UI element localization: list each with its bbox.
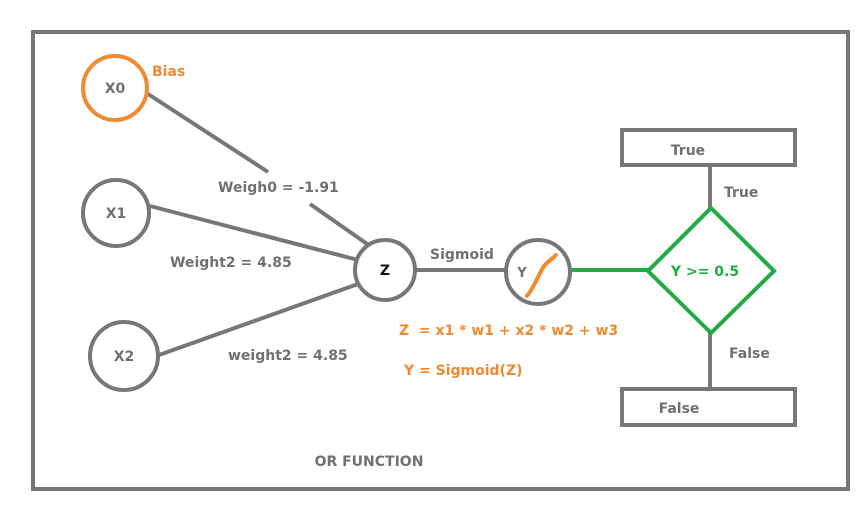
diagram-caption: OR FUNCTION — [315, 454, 424, 470]
node-x0: X0 — [81, 54, 149, 122]
z-formula: Z = x1 * w1 + x2 * w2 + w3 — [399, 323, 618, 339]
edge-x0-z-upper — [146, 92, 270, 174]
node-z-label: Z — [380, 263, 390, 279]
true-box-label: True — [671, 143, 705, 159]
decision-condition: Y >= 0.5 — [670, 264, 739, 280]
edge-x0-z-lower — [308, 202, 372, 248]
true-box: True — [620, 128, 797, 167]
edge-x1-z — [149, 204, 359, 262]
outer-frame — [31, 30, 850, 491]
bias-label: Bias — [152, 64, 185, 80]
node-x1: X1 — [81, 178, 151, 248]
node-x1-label: X1 — [106, 206, 127, 222]
weight2-label: weight2 = 4.85 — [228, 348, 348, 364]
decision-diamond: Y >= 0.5 — [645, 205, 777, 336]
weight1-label: Weight2 = 4.85 — [170, 255, 292, 271]
node-x2: X2 — [88, 320, 160, 392]
node-x0-label: X0 — [105, 81, 126, 97]
false-box: False — [620, 387, 797, 427]
node-y: Y — [504, 238, 572, 306]
weight0-label: Weigh0 = -1.91 — [218, 180, 339, 196]
false-box-label: False — [659, 401, 700, 417]
node-x2-label: X2 — [114, 349, 135, 365]
true-branch-label: True — [724, 185, 758, 201]
node-z: Z — [353, 238, 417, 302]
y-formula: Y = Sigmoid(Z) — [403, 363, 523, 379]
sigmoid-curve-icon — [525, 253, 558, 298]
node-y-label: Y — [516, 266, 527, 281]
false-branch-label: False — [729, 346, 770, 362]
edge-x2-z — [158, 282, 359, 357]
activation-label: Sigmoid — [430, 247, 494, 263]
